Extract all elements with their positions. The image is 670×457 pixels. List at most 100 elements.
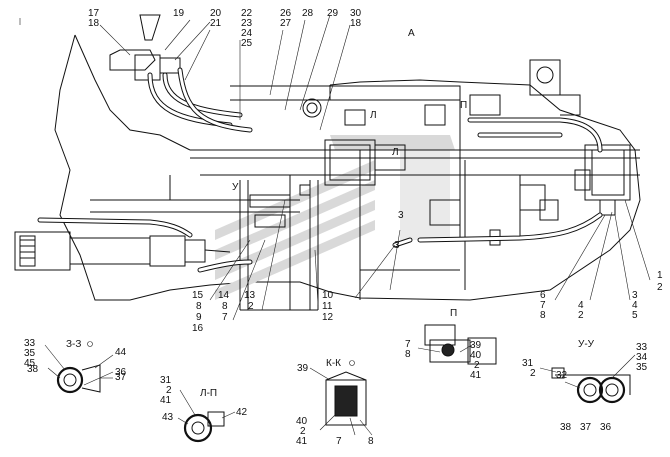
section-callouts: 33 35 45 44 37 38 36 31 2 41 42 43 39 40… [24, 338, 648, 447]
callout-7r: 7 [540, 300, 546, 311]
lp-41: 41 [160, 395, 172, 406]
section-titles: З-З Л-П К-К П У-У [66, 308, 595, 399]
callout-1: 1 [657, 270, 663, 281]
callout-24: 24 [241, 28, 253, 39]
kk-8: 8 [368, 436, 374, 447]
p-41: 41 [470, 370, 482, 381]
right-leaders [554, 199, 651, 301]
p-7: 7 [405, 339, 411, 350]
callout-2rr: 2 [657, 282, 663, 293]
callout-26: 26 [280, 8, 292, 19]
lp-31: 31 [160, 375, 172, 386]
section-title-z3: З-З [66, 339, 81, 350]
callout-7: 7 [222, 312, 228, 323]
callout-10: 10 [322, 290, 334, 301]
callout-21: 21 [210, 18, 222, 29]
callout-12: 12 [322, 312, 334, 323]
view-markers: А Л Л У П 3 3 [232, 28, 467, 251]
callout-28: 28 [302, 8, 314, 19]
view-z3-marker-b: 3 [394, 240, 400, 251]
section-kk-detail [309, 367, 373, 436]
callout-8a: 8 [196, 301, 202, 312]
callout-25: 25 [241, 38, 253, 49]
callout-15: 15 [192, 290, 204, 301]
callout-30: 30 [350, 8, 362, 19]
callout-29: 29 [327, 8, 339, 19]
callout-9: 9 [196, 312, 202, 323]
z3-37: 37 [115, 372, 127, 383]
kk-7: 7 [336, 436, 342, 447]
kk-39: 39 [297, 363, 309, 374]
uu-36: 36 [600, 422, 612, 433]
section-p-detail [417, 324, 497, 365]
uu-33: 33 [636, 342, 648, 353]
callout-16: 16 [192, 323, 204, 334]
uu-37: 37 [580, 422, 592, 433]
callout-20: 20 [210, 8, 222, 19]
right-callouts: 6 7 8 4 2 3 4 5 1 2 [540, 270, 663, 321]
kk-2: 2 [300, 426, 306, 437]
lp-2: 2 [166, 385, 172, 396]
callout-18b: 18 [350, 18, 362, 29]
top-callouts: 17 18 19 20 21 22 23 24 25 26 27 28 29 3… [88, 8, 362, 49]
callout-3: 3 [632, 290, 638, 301]
uu-34: 34 [636, 352, 648, 363]
kk-41: 41 [296, 436, 308, 447]
z3-33: 33 [24, 338, 36, 349]
p-8: 8 [405, 349, 411, 360]
callout-2: 2 [248, 301, 254, 312]
z3-38: 38 [27, 364, 39, 375]
section-title-p: П [450, 308, 457, 319]
section-title-lp: Л-П [200, 388, 217, 399]
callout-11: 11 [322, 301, 333, 312]
callout-22: 22 [241, 8, 253, 19]
top-leaders [19, 14, 351, 131]
callout-19: 19 [173, 8, 185, 19]
section-title-kk: К-К [326, 358, 341, 369]
uu-2: 2 [530, 368, 536, 379]
right-pump-assembly [529, 59, 631, 216]
callout-4b: 4 [632, 300, 638, 311]
top-valve-assembly [109, 14, 181, 81]
view-l-top-label: Л [370, 110, 377, 121]
z3-36: 36 [115, 367, 127, 378]
section-lp-detail [177, 389, 236, 443]
section-title-uu: У-У [578, 339, 595, 350]
z3-45: 45 [24, 358, 36, 369]
view-a-label: А [408, 28, 415, 39]
view-p-label: П [460, 100, 467, 111]
bottom-leaders [209, 199, 401, 321]
callout-14: 14 [218, 290, 230, 301]
kk-40: 40 [296, 416, 308, 427]
chassis-outline [54, 34, 641, 301]
section-z3-detail [44, 344, 114, 394]
z3-44: 44 [115, 347, 127, 358]
callout-23: 23 [241, 18, 253, 29]
p-2: 2 [474, 360, 480, 371]
callout-18: 18 [88, 18, 100, 29]
view-u-label: У [232, 182, 239, 193]
callout-8b: 8 [222, 301, 228, 312]
uu-31: 31 [522, 358, 534, 369]
callout-8r: 8 [540, 310, 546, 321]
lp-42: 42 [236, 407, 248, 418]
z3-35: 35 [24, 348, 36, 359]
p-40: 40 [470, 350, 482, 361]
section-uu-detail [539, 354, 636, 404]
p-39: 39 [470, 340, 482, 351]
bottom-callouts: 15 8 9 16 14 8 7 13 2 10 11 12 [192, 290, 334, 334]
callout-6: 6 [540, 290, 546, 301]
callout-2r: 2 [578, 310, 584, 321]
hydraulic-cylinder [14, 231, 231, 271]
callout-5: 5 [632, 310, 638, 321]
lp-43: 43 [162, 412, 174, 423]
uu-35: 35 [636, 362, 648, 373]
uu-32: 32 [556, 370, 568, 381]
callout-27: 27 [280, 18, 292, 29]
view-z3-marker-a: 3 [398, 210, 404, 221]
callout-17: 17 [88, 8, 100, 19]
view-l-mid-label: Л [392, 147, 399, 158]
callout-4a: 4 [578, 300, 584, 311]
